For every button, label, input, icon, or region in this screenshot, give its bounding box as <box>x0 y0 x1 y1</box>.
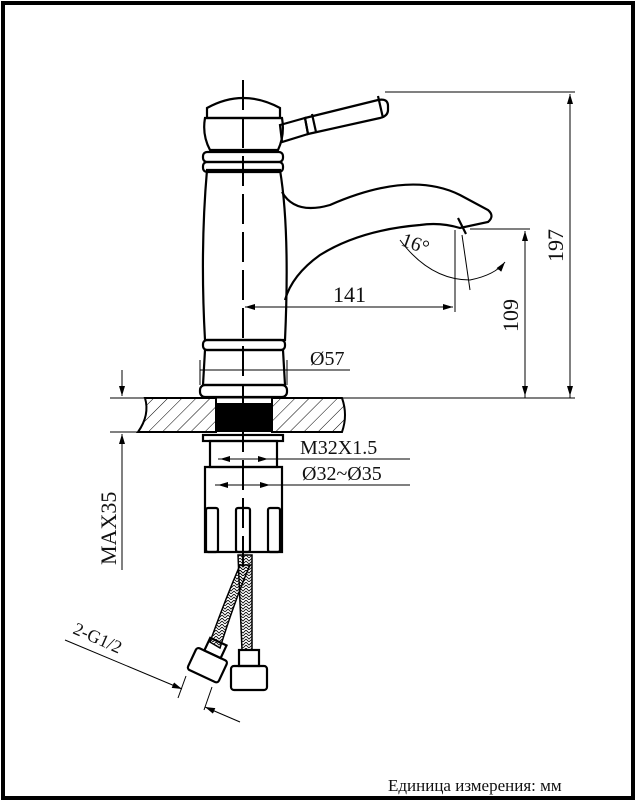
dimension-lines <box>64 91 575 723</box>
dim-thread: M32X1.5 <box>300 437 377 459</box>
dim-hole-diameter: Ø32~Ø35 <box>302 463 382 485</box>
dim-base-diameter: Ø57 <box>310 348 344 370</box>
dim-total-height: 197 <box>543 229 568 262</box>
mounting-shank <box>201 433 285 554</box>
dim-connections: 2-G1/2 <box>70 618 125 657</box>
countertop-section <box>136 397 346 433</box>
dim-spout-height: 109 <box>498 299 523 332</box>
dim-spout-angle: 16° <box>398 229 432 259</box>
faucet-body <box>198 95 493 399</box>
flex-hoses <box>186 554 269 692</box>
dim-max-counter: MAX35 <box>96 492 121 565</box>
dim-spout-reach: 141 <box>333 282 366 307</box>
units-note: Единица измерения: мм <box>388 776 562 795</box>
